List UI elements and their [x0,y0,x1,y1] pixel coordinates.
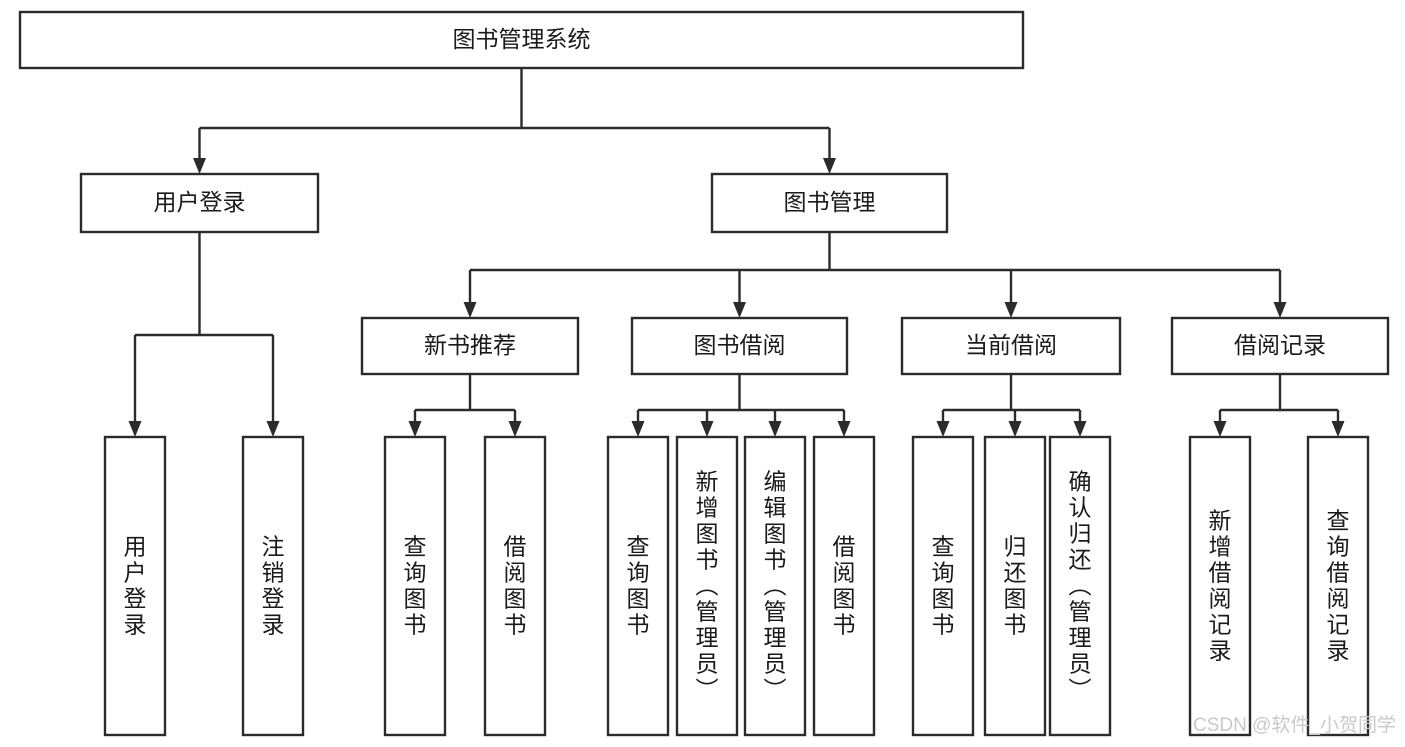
node-root[interactable]: 图书管理系统 [18,10,1025,70]
node-leaf-query-borrow-record[interactable]: 查询借阅记录 [1306,435,1370,737]
node-box-borrow-record[interactable] [1170,316,1390,376]
arrow-head-icon [837,421,851,437]
node-label-leaf-query-borrow-record: 查询借阅记录 [1327,507,1350,663]
node-box-leaf-query-book-borrow[interactable] [606,435,670,737]
node-box-leaf-edit-book-admin[interactable] [743,435,807,737]
node-box-leaf-borrow-book[interactable] [812,435,876,737]
node-label-root: 图书管理系统 [453,26,591,52]
node-box-leaf-user-login[interactable] [103,435,167,737]
node-leaf-borrow-book-rec[interactable]: 借阅图书 [483,435,547,737]
node-label-leaf-query-book-borrow: 查询图书 [627,533,650,637]
node-box-book-management[interactable] [710,172,949,234]
node-current-borrow[interactable]: 当前借阅 [900,316,1122,376]
node-box-leaf-query-borrow-record[interactable] [1306,435,1370,737]
node-box-leaf-add-book-admin[interactable] [675,435,739,737]
node-leaf-query-book-borrow[interactable]: 查询图书 [606,435,670,737]
arrow-head-icon [768,421,782,437]
arrow-head-icon [1008,421,1022,437]
arrow-head-icon [823,158,836,174]
node-leaf-return-book[interactable]: 归还图书 [983,435,1047,737]
arrow-head-icon [733,302,746,318]
arrow-head-icon [936,421,950,437]
node-leaf-query-book-rec[interactable]: 查询图书 [383,435,447,737]
node-user-login[interactable]: 用户登录 [79,172,320,234]
node-book-management[interactable]: 图书管理 [710,172,949,234]
node-box-leaf-return-book[interactable] [983,435,1047,737]
arrow-head-icon [1273,302,1287,318]
node-label-leaf-user-login: 用户登录 [124,533,147,637]
arrow-head-icon [631,421,645,437]
arrow-head-icon [1213,421,1227,437]
node-leaf-user-login[interactable]: 用户登录 [103,435,167,737]
node-leaf-confirm-return-admin[interactable]: 确认归还︵管理员︶ [1048,435,1112,737]
node-label-user-login: 用户登录 [154,189,246,215]
node-box-book-borrow[interactable] [630,316,849,376]
node-leaf-query-book-current[interactable]: 查询图书 [911,435,975,737]
node-label-book-borrow: 图书借阅 [694,332,786,358]
connector-lines [128,68,1345,437]
node-borrow-record[interactable]: 借阅记录 [1170,316,1390,376]
node-book-borrow[interactable]: 图书借阅 [630,316,849,376]
node-label-leaf-logout: 注销登录 [262,533,285,637]
node-box-current-borrow[interactable] [900,316,1122,376]
node-leaf-add-book-admin[interactable]: 新增图书︵管理员︶ [675,435,739,737]
node-label-borrow-record: 借阅记录 [1234,332,1326,358]
node-label-leaf-query-book-current: 查询图书 [932,533,955,637]
node-label-leaf-return-book: 归还图书 [1004,533,1027,637]
node-box-leaf-query-book-current[interactable] [911,435,975,737]
node-leaf-edit-book-admin[interactable]: 编辑图书︵管理员︶ [743,435,807,737]
node-label-new-book-recommend: 新书推荐 [424,332,516,358]
csdn-watermark: CSDN @软件_小贺同学 [1193,714,1396,736]
node-label-leaf-edit-book-admin: 编辑图书︵管理员︶ [764,468,787,702]
arrow-head-icon [1331,421,1345,437]
node-leaf-borrow-book[interactable]: 借阅图书 [812,435,876,737]
node-label-leaf-borrow-book-rec: 借阅图书 [504,533,527,637]
node-leaf-logout[interactable]: 注销登录 [241,435,305,737]
node-label-leaf-query-book-rec: 查询图书 [404,533,427,637]
node-box-leaf-confirm-return-admin[interactable] [1048,435,1112,737]
node-boxes: 图书管理系统用户登录图书管理新书推荐图书借阅当前借阅借阅记录用户登录注销登录查询… [18,10,1390,737]
arrow-head-icon [508,421,522,437]
node-label-leaf-add-borrow-record: 新增借阅记录 [1209,507,1232,663]
arrow-head-icon [266,421,280,437]
arrow-head-icon [1004,302,1018,318]
node-box-root[interactable] [18,10,1025,70]
node-box-leaf-borrow-book-rec[interactable] [483,435,547,737]
node-new-book-recommend[interactable]: 新书推荐 [360,316,580,376]
arrow-head-icon [193,158,206,174]
node-label-current-borrow: 当前借阅 [965,332,1057,358]
arrow-head-icon [408,421,422,437]
arrow-head-icon [128,421,142,437]
node-box-user-login[interactable] [79,172,320,234]
node-label-book-management: 图书管理 [784,189,876,215]
node-box-leaf-logout[interactable] [241,435,305,737]
node-box-new-book-recommend[interactable] [360,316,580,376]
arrow-head-icon [700,421,714,437]
arrow-head-icon [1073,421,1087,437]
node-label-leaf-add-book-admin: 新增图书︵管理员︶ [696,468,719,702]
node-label-leaf-confirm-return-admin: 确认归还︵管理员︶ [1069,468,1092,702]
node-leaf-add-borrow-record[interactable]: 新增借阅记录 [1188,435,1252,737]
arrow-head-icon [463,302,477,318]
node-label-leaf-borrow-book: 借阅图书 [833,533,856,637]
node-box-leaf-query-book-rec[interactable] [383,435,447,737]
node-box-leaf-add-borrow-record[interactable] [1188,435,1252,737]
